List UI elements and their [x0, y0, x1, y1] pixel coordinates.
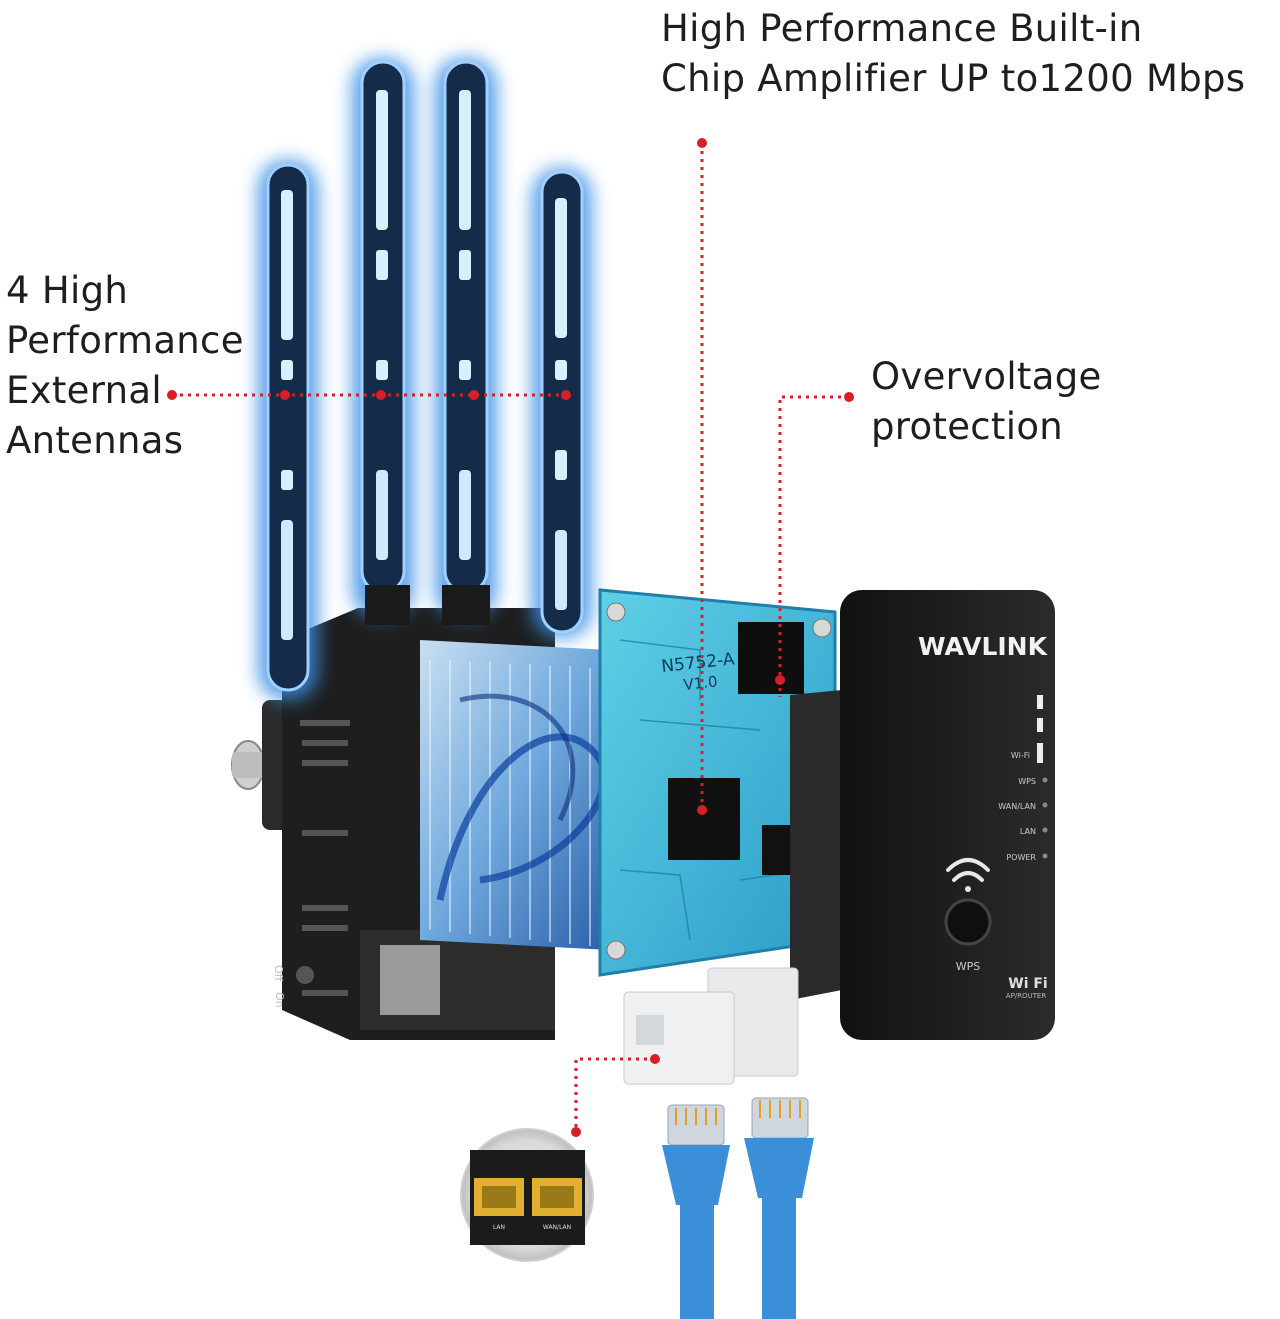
callout-chip-amplifier: High Performance Built-in Chip Amplifier… — [661, 4, 1245, 104]
switch-on-label: On — [273, 992, 286, 1008]
power-switch-icon — [296, 966, 314, 984]
indicator-lan: LAN — [1020, 827, 1036, 836]
callout-ovp-line2: protection — [871, 405, 1064, 448]
overvoltage-chip — [738, 622, 804, 694]
indicator-wan-lan: WAN/LAN — [998, 802, 1036, 811]
indicator-wifi: Wi-Fi — [1011, 751, 1030, 760]
ports-callout-line — [574, 1057, 655, 1132]
callout-lines — [172, 143, 849, 1132]
brand-logo: WAVLINK — [918, 632, 1049, 661]
wan-lan-port-label: WAN/LAN — [543, 1224, 571, 1231]
amplifier-chip — [668, 778, 740, 860]
ethernet-couplers — [623, 967, 799, 1085]
callout-ovp-line1: Overvoltage — [871, 355, 1102, 398]
wifi-badge-sub: AP/ROUTER — [1006, 992, 1047, 1000]
antenna-4 — [540, 170, 584, 634]
lan-port-label: LAN — [493, 1224, 505, 1231]
wifi-icon — [946, 858, 990, 892]
heatsink — [420, 640, 610, 950]
callout-external-antennas: 4 High Performance External Antennas — [6, 266, 244, 466]
pcb-version: V1.0 — [683, 673, 719, 694]
indicator-power: POWER — [1006, 853, 1036, 862]
callout-antennas-line2: Performance — [6, 319, 244, 362]
ports-inset: LAN WAN/LAN — [460, 1128, 594, 1262]
antenna-1 — [266, 163, 310, 692]
ethernet-cable-1 — [662, 1104, 730, 1319]
antenna-3 — [442, 60, 490, 625]
callout-antennas-line1: 4 High — [6, 269, 129, 312]
switch-off-label: Off — [272, 965, 285, 982]
antenna-2 — [360, 60, 410, 625]
callout-overvoltage-protection: Overvoltage protection — [871, 352, 1102, 452]
ethernet-cable-2 — [744, 1097, 814, 1319]
wps-label: WPS — [956, 960, 981, 973]
indicator-wps: WPS — [1018, 777, 1036, 786]
wps-button[interactable] — [944, 898, 992, 946]
callout-chip-line2: Chip Amplifier UP to1200 Mbps — [661, 57, 1246, 100]
pcb-board: N5752-A V1.0 — [598, 588, 837, 977]
status-indicators: Wi-Fi WPS WAN/LAN LAN POWER — [998, 695, 1048, 862]
callout-chip-line1: High Performance Built-in — [661, 7, 1143, 50]
callout-antennas-line3: External — [6, 369, 162, 412]
router-front-housing: WAVLINK Wi-Fi WPS WAN/LAN LAN POWER WPS … — [790, 590, 1055, 1040]
wifi-badge: Wi Fi — [1008, 976, 1047, 992]
callout-antennas-line4: Antennas — [6, 419, 184, 462]
callout-dots — [167, 138, 854, 1137]
